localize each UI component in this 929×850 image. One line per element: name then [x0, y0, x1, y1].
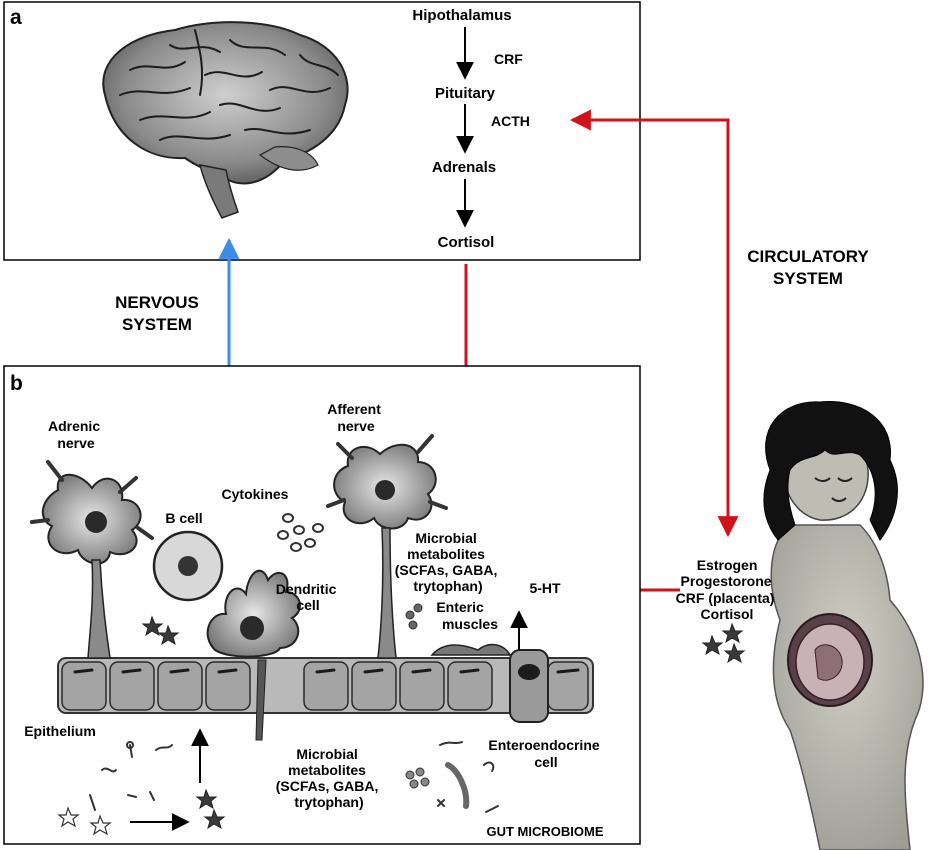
enteric-muscles-illustration	[430, 643, 512, 656]
nervous-system-label-line2: SYSTEM	[122, 315, 192, 334]
brain-illustration	[102, 21, 349, 219]
pregnant-woman-illustration	[763, 401, 924, 850]
afferent-nerve-illustration	[326, 434, 448, 659]
metabolite-particles-bottom	[405, 767, 430, 789]
hpa-acth: ACTH	[491, 113, 530, 129]
cytokines-label: Cytokines	[222, 486, 289, 502]
panel-b-frame	[3, 365, 641, 845]
nervous-system-label-line1: NERVOUS	[115, 293, 199, 312]
panel-a: a Hipothalamus CRF	[3, 1, 641, 261]
adrenic-nerve-illustration	[30, 460, 154, 659]
epithelium-label: Epithelium	[24, 723, 96, 739]
hpa-hipothalamus: Hipothalamus	[412, 7, 511, 24]
epithelium-layer	[57, 649, 594, 741]
b-cell-label: B cell	[165, 510, 202, 526]
enteroendocrine-cell-label: Enteroendocrine cell	[488, 737, 603, 770]
adrenic-nerve-label: Adrenic nerve	[48, 418, 104, 451]
star-markers-b	[141, 615, 226, 830]
hpa-adrenals: Adrenals	[432, 159, 496, 176]
hpa-cortisol: Cortisol	[438, 234, 495, 251]
enteroendocrine-cell-shape	[509, 649, 549, 723]
panel-b: b	[3, 365, 641, 845]
microbiome-bacteria	[89, 741, 499, 813]
pregnancy-hormones-label: Estrogen Progestorone CRF (placenta) Cor…	[676, 557, 779, 622]
circulatory-system-label-line1: CIRCULATORY	[747, 247, 869, 266]
hollow-star-markers	[57, 806, 112, 836]
panel-b-letter: b	[10, 372, 23, 395]
star-markers-hormones	[701, 622, 746, 664]
cytokines-particles	[277, 513, 324, 552]
metabolite-particles-top	[405, 603, 423, 630]
hpa-crf: CRF	[494, 51, 523, 67]
serotonin-label: 5-HT	[529, 580, 561, 596]
dendritic-cell-illustration	[206, 569, 301, 658]
b-cell-illustration	[152, 530, 224, 602]
gut-microbiome-label: GUT MICROBIOME	[487, 824, 604, 839]
hpa-pituitary: Pituitary	[435, 85, 496, 102]
enteric-muscles-label: Enteric muscles	[436, 599, 498, 632]
microbial-metabolites-top-label: Microbial metabolites (SCFAs, GABA, tryt…	[395, 530, 502, 594]
afferent-nerve-label: Afferent nerve	[327, 401, 385, 434]
microbial-metabolites-bottom-label: Microbial metabolites (SCFAs, GABA, tryt…	[276, 746, 383, 810]
dendritic-cell-label: Dendritic cell	[276, 581, 341, 613]
circulatory-system-arrow	[569, 109, 739, 538]
circulatory-system-label-line2: SYSTEM	[773, 269, 843, 288]
panel-a-letter: a	[10, 6, 22, 29]
